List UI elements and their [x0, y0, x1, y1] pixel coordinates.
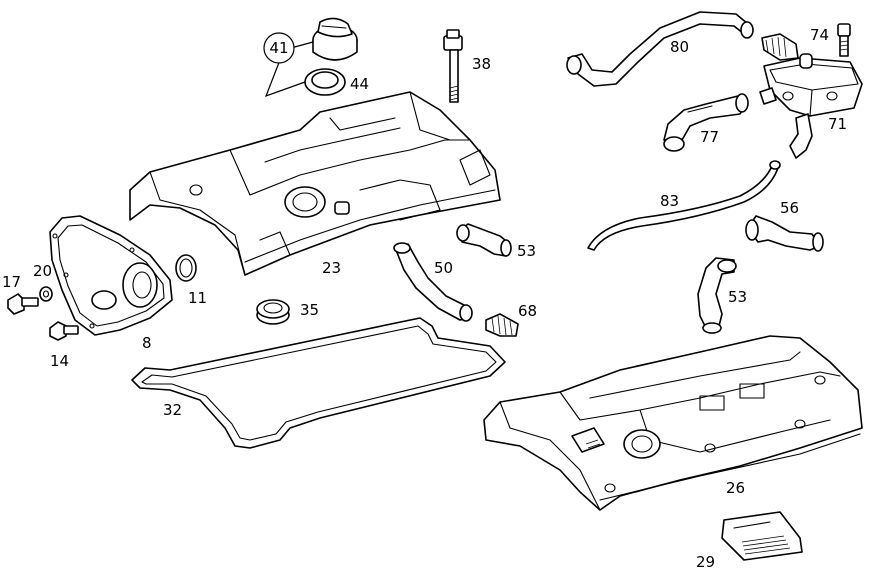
callout-68: 68 [518, 302, 537, 320]
elbow-hose-53-upper[interactable] [456, 223, 512, 257]
elbow-hose-53-lower[interactable] [697, 257, 737, 334]
hex-bolt-17[interactable] [7, 293, 39, 315]
washer-20[interactable] [39, 286, 53, 302]
cover-gasket[interactable] [131, 317, 506, 449]
callout-20: 20 [33, 262, 52, 280]
hex-bolt-14[interactable] [49, 321, 79, 341]
callout-29: 29 [696, 553, 715, 571]
vent-line-83[interactable] [587, 160, 781, 251]
callout-53b: 53 [728, 288, 747, 306]
hose-56[interactable] [745, 215, 824, 252]
oil-separator-71[interactable] [759, 33, 863, 159]
cylinder-head-cover-lower[interactable] [483, 335, 863, 511]
long-bolt[interactable] [443, 29, 463, 103]
callout-53a: 53 [517, 242, 536, 260]
callout-8: 8 [142, 334, 152, 352]
callout-71: 71 [828, 115, 847, 133]
cover-plate[interactable] [49, 215, 173, 336]
callout-23: 23 [322, 259, 341, 277]
grommet-seal[interactable] [256, 299, 290, 325]
callout-41-circle [263, 32, 295, 64]
warning-label[interactable] [721, 511, 803, 561]
callout-41-group: 41 [263, 32, 314, 98]
oil-filler-cap[interactable] [312, 17, 358, 61]
callout-17: 17 [2, 273, 21, 291]
cap-seal-ring[interactable] [304, 68, 346, 96]
callout-11: 11 [188, 289, 207, 307]
callout-77: 77 [700, 128, 719, 146]
cylinder-head-cover-upper[interactable] [129, 91, 501, 276]
breather-hose-50[interactable] [393, 242, 473, 322]
callout-38: 38 [472, 55, 491, 73]
callout-26: 26 [726, 479, 745, 497]
callout-32: 32 [163, 401, 182, 419]
callout-74: 74 [810, 26, 829, 44]
nipple-fitting-74[interactable] [837, 23, 851, 57]
check-valve[interactable] [485, 313, 519, 337]
callout-41: 41 [269, 39, 288, 57]
callout-50: 50 [434, 259, 453, 277]
callout-83: 83 [660, 192, 679, 210]
o-ring[interactable] [175, 254, 197, 282]
elbow-hose-77[interactable] [663, 93, 749, 152]
callout-44: 44 [350, 75, 369, 93]
callout-56: 56 [780, 199, 799, 217]
vent-hose-80[interactable] [566, 11, 754, 87]
callout-14: 14 [50, 352, 69, 370]
callout-35: 35 [300, 301, 319, 319]
callout-80: 80 [670, 38, 689, 56]
